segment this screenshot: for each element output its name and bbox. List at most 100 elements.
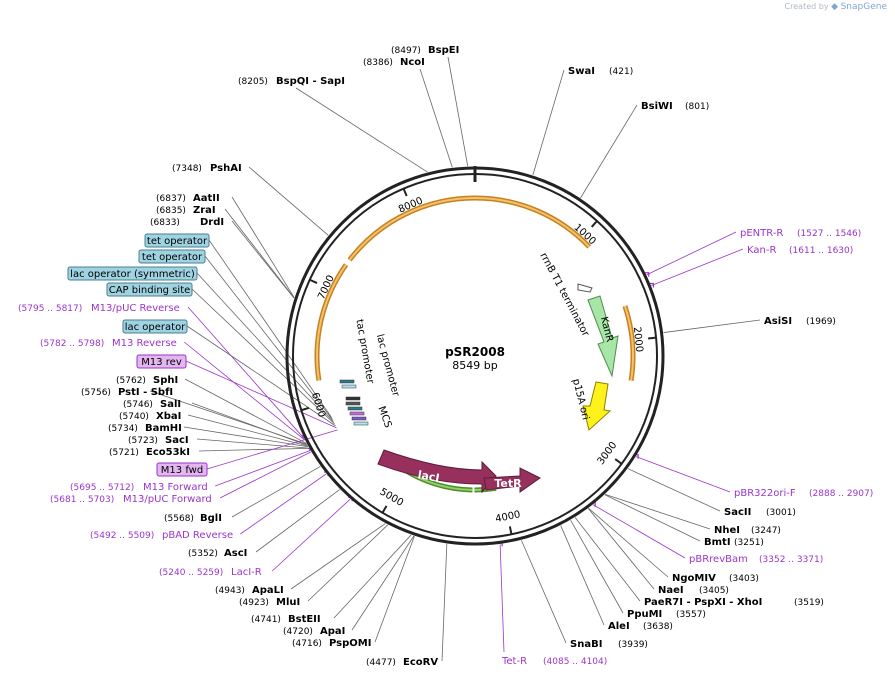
- site-label-eco53ki: Eco53kI: [146, 447, 190, 458]
- site-label-apai-part: ApaI: [320, 626, 345, 637]
- site-label-asci-part: AscI: [224, 548, 247, 559]
- site-label-sacii-part: SacII: [724, 507, 751, 518]
- site-label-alei-part: AleI: [608, 621, 630, 632]
- site-label-sacii: SacII: [724, 507, 751, 518]
- site-coord-bsteii: (4741): [251, 615, 281, 625]
- primer-line-pentr-r: [646, 231, 737, 276]
- site-coord-bgli: (5568): [164, 514, 194, 524]
- primer-line-m13-reverse: [183, 341, 305, 441]
- primer-range: (4085 .. 4104): [543, 657, 607, 667]
- tick-label: 3000: [596, 440, 620, 467]
- site-label-apali-part: ApaLI: [252, 585, 284, 596]
- feature-box: [144, 233, 210, 248]
- feature-box: [138, 249, 206, 264]
- promoter-arc-top-inner: [348, 197, 476, 261]
- primer-label-pbrrevbam: pBRrevBam: [689, 554, 748, 565]
- site-label-mlui-part: MluI: [276, 597, 300, 608]
- primer-range: (5492 .. 5509): [90, 531, 154, 541]
- tick-mark: [402, 188, 408, 197]
- primer-range: (5795 .. 5817): [18, 304, 82, 314]
- plasmid-name: pSR2008: [445, 345, 505, 359]
- site-line-zrai: [224, 208, 295, 299]
- tick-mark: [614, 458, 623, 465]
- primer-range: (5681 .. 5703): [50, 495, 114, 505]
- rrnb-terminator-mark: [577, 283, 593, 293]
- tick-label: 5000: [378, 486, 406, 508]
- mcs-glyph: [351, 416, 367, 421]
- site-label-sphi-part: SphI: [153, 375, 178, 386]
- site-label-ecorv: EcoRV: [403, 657, 438, 668]
- site-label-drdi-part: DrdI: [200, 217, 224, 228]
- m13-fwd-glyph: [353, 421, 369, 426]
- site-label-bmti-part: BmtI: [704, 537, 731, 548]
- snapgene-watermark: Created by ◆ SnapGene: [785, 2, 887, 12]
- promoter-arc-left-inner: [316, 264, 347, 381]
- site-line-asisi: [663, 319, 761, 333]
- site-label-bsteii-part: BstEII: [288, 614, 321, 625]
- site-coord-eco53ki: (5721): [109, 448, 139, 458]
- site-label-pshai-part: PshAI: [210, 163, 242, 174]
- backbone: [285, 166, 665, 546]
- primer-label-m13-puc-forward: M13/pUC Forward: [123, 494, 212, 505]
- tetr-arrow: [483, 467, 541, 493]
- tet-operator-glyph: [341, 384, 357, 389]
- site-label-nhei-part: NheI: [714, 525, 740, 536]
- site-line-swai: [532, 69, 565, 176]
- site-line-aatii: [231, 196, 295, 298]
- site-label-snabi: SnaBI: [570, 639, 602, 650]
- feature-line: [206, 429, 338, 470]
- site-label-apali: ApaLI: [252, 585, 284, 596]
- site-label-sphi: SphI: [153, 375, 178, 386]
- m13-rev-glyph: [349, 411, 365, 416]
- feature-box-label-m13-rev: M13 rev: [141, 357, 182, 368]
- site-line-bsiwi: [580, 104, 638, 199]
- site-coord-swai: (421): [609, 67, 633, 77]
- primer-range: (5782 .. 5798): [40, 339, 104, 349]
- site-coord-aatii: (6837): [156, 194, 186, 204]
- tick-mark: [648, 336, 657, 340]
- site-label-bsiwi-part: BsiWI: [641, 101, 673, 112]
- site-line-bspqi: [295, 87, 428, 173]
- feature-label-tac-promoter: tac promoter: [353, 319, 375, 386]
- site-label-saci: SacI: [165, 435, 189, 446]
- site-line-bspei: [447, 56, 469, 167]
- site-label-bgli-part: BglI: [200, 513, 222, 524]
- site-label-naei-part: NaeI: [658, 585, 684, 596]
- site-label-eco53ki-part: Eco53kI: [146, 447, 190, 458]
- site-label-paer7i-part: - XhoI: [726, 597, 763, 608]
- watermark-created-by: Created by: [784, 2, 829, 11]
- site-label-aatii: AatII: [193, 193, 220, 204]
- primer-mark: [649, 282, 655, 288]
- site-label-ncoi-part: NcoI: [400, 57, 425, 68]
- site-line-snabi: [521, 540, 567, 644]
- primer-line-m13-forward: [215, 450, 311, 487]
- feature-box-label-lac-operator-symmetric-: lac operator (symmetric): [70, 269, 195, 280]
- primer-line-m13-puc-reverse: [187, 306, 304, 439]
- feature-label-rrnb-t1-terminator: rrnB T1 terminator: [538, 251, 592, 339]
- feature-line: [185, 360, 337, 429]
- feature-box: [106, 282, 193, 297]
- primer-label-m13-reverse: M13 Reverse: [112, 338, 177, 349]
- site-line-sphi: [184, 378, 307, 444]
- site-label-paer7i: PaeR7I - PspXI - XhoI: [644, 597, 762, 608]
- site-label-drdi: DrdI: [200, 217, 224, 228]
- watermark-brand: SnapGene: [840, 2, 887, 12]
- kanr-arrow: [587, 295, 619, 378]
- site-label-bsiwi: BsiWI: [641, 101, 673, 112]
- site-labels: BspEI(8497)NcoI(8386)BspQI - SapI(8205)S…: [18, 45, 873, 668]
- promoter-arc-top-right-inner: [474, 197, 590, 248]
- site-coord-sphi: (5762): [116, 376, 146, 386]
- site-coord-apali: (4943): [215, 586, 245, 596]
- site-coord-bsiwi: (801): [685, 102, 709, 112]
- site-label-ecorv-part: EcoRV: [403, 657, 438, 668]
- site-coord-bspqi: (8205): [238, 77, 268, 87]
- site-coord-apai: (4720): [283, 627, 313, 637]
- primer-label-pentr-r: pENTR-R: [740, 228, 783, 239]
- feature-label-lac-promoter: lac promoter: [374, 333, 401, 399]
- primer-range: (5240 .. 5259): [159, 568, 223, 578]
- feature-box: [156, 462, 208, 477]
- site-coord-xbai: (5740): [119, 412, 149, 422]
- site-coord-paer7i: (3519): [794, 598, 824, 608]
- site-label-bsteii: BstEII: [288, 614, 321, 625]
